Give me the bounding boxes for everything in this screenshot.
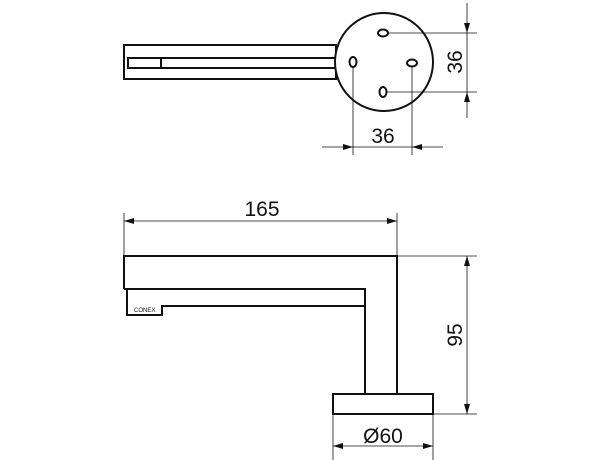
dim-diameter: Ø60 xyxy=(363,425,403,448)
top-view: 36 36 xyxy=(123,3,477,155)
dim-hole-vertical: 36 xyxy=(444,50,467,73)
handle-grip xyxy=(126,289,365,316)
dim-height: 95 xyxy=(444,323,467,346)
rosette-circle xyxy=(334,12,434,112)
dim-length: 165 xyxy=(244,198,279,221)
rosette-base xyxy=(332,393,434,415)
handle-outline xyxy=(123,255,398,394)
brand-logo: CONEX xyxy=(134,308,155,314)
front-view: 165 CONEX 95 Ø60 xyxy=(123,198,477,460)
arm-outline xyxy=(123,44,337,80)
arm-slot xyxy=(127,57,339,69)
mounting-hole xyxy=(378,86,388,98)
mounting-hole xyxy=(406,58,418,68)
dim-hole-horizontal: 36 xyxy=(371,125,394,148)
